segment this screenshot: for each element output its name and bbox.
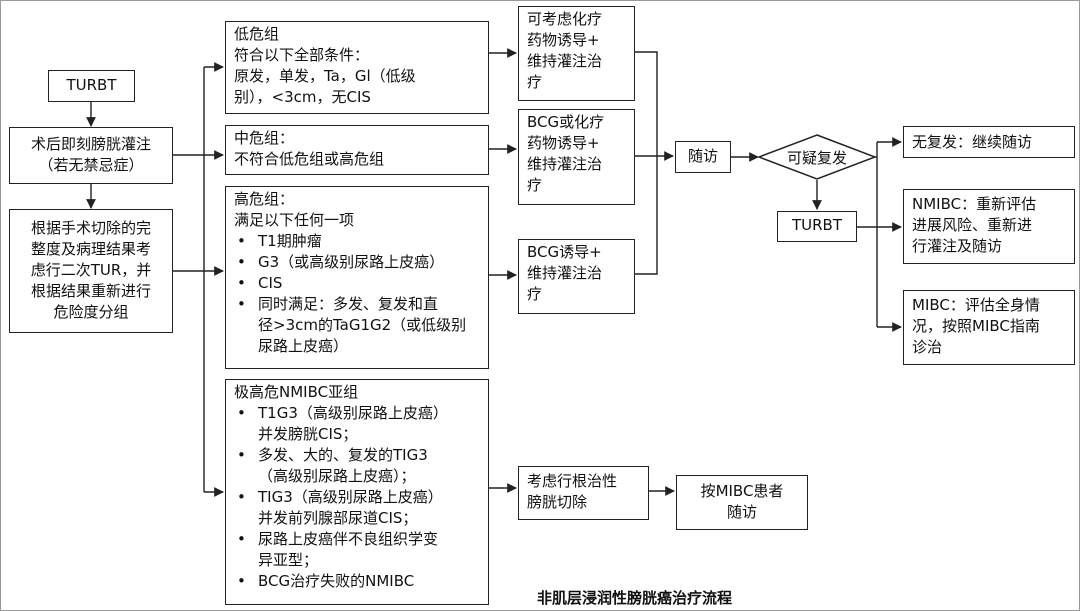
criterion-line: T1期肿瘤	[258, 232, 322, 250]
tx-low-line-2: 药物诱导+	[527, 31, 600, 49]
outcome-none-label: 无复发：继续随访	[912, 133, 1033, 151]
tx-low-line-3: 维持灌注治	[527, 52, 603, 70]
criterion-line: 并发膀胱CIS；	[258, 425, 358, 443]
criterion-line: （高级别尿路上皮癌）；	[258, 467, 416, 485]
diamond-shape	[756, 134, 878, 180]
suspect-recurrence-diamond: 可疑复发	[756, 134, 878, 180]
outcome-mibc-line-2: 况，按照MIBC指南	[912, 317, 1040, 335]
very-high-risk-criterion: 尿路上皮癌伴不良组织学变 异亚型；	[234, 529, 480, 571]
turbt-recurrence-box: TURBT	[777, 211, 857, 242]
tx-very-high-line-1: 考虑行根治性	[527, 472, 618, 490]
criterion-line: 尿路上皮癌伴不良组织学变	[258, 530, 439, 548]
line-tx-high-merge	[635, 156, 658, 275]
turbt-recurrence-label: TURBT	[791, 216, 843, 234]
outcome-nmibc-line-1: NMIBC：重新评估	[912, 195, 1037, 213]
line-tx-low-merge	[635, 51, 658, 156]
high-risk-criterion: 同时满足：多发、复发和直 径>3cm的TaG1G2（或低级别 尿路上皮癌）	[234, 294, 480, 357]
tx-mid-line-3: 维持灌注治	[527, 155, 603, 173]
instillation-box: 术后即刻膀胱灌注 （若无禁忌症）	[9, 127, 173, 184]
criterion-line: G3（或高级别尿路上皮癌）	[258, 253, 445, 271]
high-risk-criterion: T1期肿瘤	[234, 231, 480, 252]
high-risk-criterion: CIS	[234, 273, 480, 294]
outcome-mibc-line-1: MIBC：评估全身情	[912, 296, 1040, 314]
follow-up-label: 随访	[687, 147, 718, 165]
follow-mibc-box: 按MIBC患者 随访	[676, 475, 808, 530]
outcome-nmibc-line-3: 行灌注及随访	[912, 237, 1003, 255]
criterion-line: 同时满足：多发、复发和直	[258, 295, 439, 313]
criterion-line: 多发、大的、复发的TIG3	[258, 446, 428, 464]
tx-low-box: 可考虑化疗 药物诱导+ 维持灌注治 疗	[518, 6, 635, 101]
mid-risk-line-1: 不符合低危组或高危组	[234, 150, 385, 168]
low-risk-line-3: 别），<3cm，无CIS	[234, 88, 371, 106]
follow-mibc-line-2: 随访	[726, 503, 757, 521]
tx-mid-line-4: 疗	[527, 176, 543, 194]
outcome-nmibc-box: NMIBC：重新评估 进展风险、重新进 行灌注及随访	[903, 189, 1075, 264]
regrade-line-2: 整度及病理结果考	[30, 240, 151, 258]
follow-mibc-line-1: 按MIBC患者	[700, 482, 784, 500]
tx-mid-line-2: 药物诱导+	[527, 134, 600, 152]
turbt-initial-label: TURBT	[66, 76, 117, 94]
criterion-line: T1G3（高级别尿路上皮癌）	[258, 404, 448, 422]
low-risk-line-2: 原发，单发，Ta，Gl（低级	[234, 67, 416, 85]
tx-high-line-2: 维持灌注治	[527, 264, 603, 282]
instillation-line-1: 术后即刻膀胱灌注	[30, 135, 151, 153]
very-high-risk-box: 极高危NMIBC亚组 T1G3（高级别尿路上皮癌） 并发膀胱CIS； 多发、大的…	[225, 379, 489, 605]
high-risk-criterion: G3（或高级别尿路上皮癌）	[234, 252, 480, 273]
instillation-line-2: （若无禁忌症）	[38, 156, 144, 174]
criterion-line: CIS	[258, 274, 283, 292]
tx-low-line-1: 可考虑化疗	[527, 10, 603, 28]
tx-mid-box: BCG或化疗 药物诱导+ 维持灌注治 疗	[518, 109, 635, 205]
tx-very-high-line-2: 膀胱切除	[527, 493, 588, 511]
criterion-line: TIG3（高级别尿路上皮癌）	[258, 488, 443, 506]
high-risk-criteria: T1期肿瘤 G3（或高级别尿路上皮癌） CIS 同时满足：多发、复发和直 径>3…	[234, 231, 480, 357]
very-high-risk-criterion: TIG3（高级别尿路上皮癌） 并发前列腺部尿道CIS；	[234, 487, 480, 529]
tx-high-line-3: 疗	[527, 285, 543, 303]
regrade-line-4: 根据结果重新进行	[30, 282, 151, 300]
criterion-line: BCG治疗失败的NMIBC	[258, 572, 415, 590]
regrade-line-1: 根据手术切除的完	[30, 219, 151, 237]
very-high-risk-title: 极高危NMIBC亚组	[234, 383, 359, 401]
low-risk-title: 低危组	[234, 25, 280, 43]
tx-low-line-4: 疗	[527, 73, 543, 91]
criterion-line: 并发前列腺部尿道CIS；	[258, 509, 418, 527]
low-risk-box: 低危组 符合以下全部条件： 原发，单发，Ta，Gl（低级 别），<3cm，无CI…	[225, 21, 489, 114]
follow-up-box: 随访	[675, 141, 731, 173]
outcome-mibc-line-3: 诊治	[912, 338, 943, 356]
tx-high-line-1: BCG诱导+	[527, 243, 602, 261]
diagram-caption: 非肌层浸润性膀胱癌治疗流程	[537, 589, 733, 607]
regrade-box: 根据手术切除的完 整度及病理结果考 虑行二次TUR，并 根据结果重新进行 危险度…	[9, 209, 173, 333]
criterion-line: 尿路上皮癌）	[258, 337, 349, 355]
criterion-line: 异亚型；	[258, 551, 319, 569]
suspect-recurrence-label: 可疑复发	[786, 148, 847, 167]
mid-risk-title: 中危组：	[234, 129, 295, 147]
high-risk-title: 高危组：	[234, 190, 295, 208]
tx-mid-line-1: BCG或化疗	[527, 113, 605, 131]
regrade-line-5: 危险度分组	[53, 303, 129, 321]
high-risk-line-1: 满足以下任何一项	[234, 211, 355, 229]
outcome-mibc-box: MIBC：评估全身情 况，按照MIBC指南 诊治	[903, 290, 1075, 365]
very-high-risk-criterion: BCG治疗失败的NMIBC	[234, 571, 480, 592]
turbt-initial-box: TURBT	[48, 70, 135, 102]
very-high-risk-criteria: T1G3（高级别尿路上皮癌） 并发膀胱CIS； 多发、大的、复发的TIG3 （高…	[234, 403, 480, 592]
regrade-line-3: 虑行二次TUR，并	[30, 261, 152, 279]
outcome-none-box: 无复发：继续随访	[903, 126, 1075, 158]
low-risk-line-1: 符合以下全部条件：	[234, 46, 370, 64]
outcome-nmibc-line-2: 进展风险、重新进	[912, 216, 1033, 234]
very-high-risk-criterion: T1G3（高级别尿路上皮癌） 并发膀胱CIS；	[234, 403, 480, 445]
high-risk-box: 高危组： 满足以下任何一项 T1期肿瘤 G3（或高级别尿路上皮癌） CIS 同时…	[225, 186, 489, 369]
tx-high-box: BCG诱导+ 维持灌注治 疗	[518, 239, 635, 314]
tx-very-high-box: 考虑行根治性 膀胱切除	[518, 466, 649, 520]
criterion-line: 径>3cm的TaG1G2（或低级别	[258, 316, 467, 334]
very-high-risk-criterion: 多发、大的、复发的TIG3 （高级别尿路上皮癌）；	[234, 445, 480, 487]
mid-risk-box: 中危组： 不符合低危组或高危组	[225, 125, 489, 175]
